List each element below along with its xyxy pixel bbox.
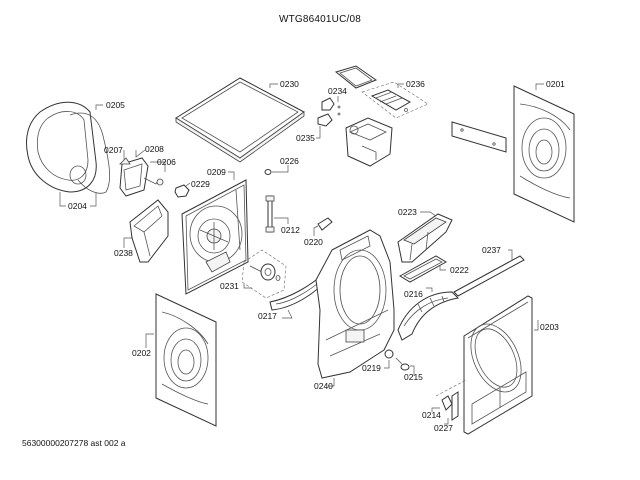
label-0222: 0222 xyxy=(450,265,469,275)
bearing-kit-part[interactable] xyxy=(241,249,287,299)
label-0220: 0220 xyxy=(304,237,323,247)
label-0237: 0237 xyxy=(482,245,501,255)
label-0235: 0235 xyxy=(296,133,315,143)
door-seal-part[interactable] xyxy=(26,101,110,194)
label-0215: 0219 xyxy=(362,363,381,373)
label-0229: 0229 xyxy=(191,179,210,189)
lamp-assembly-part[interactable] xyxy=(119,157,164,197)
bushing-part[interactable] xyxy=(384,349,394,359)
motor-housing-part[interactable] xyxy=(345,117,393,167)
switch-part[interactable] xyxy=(317,217,333,231)
label-0208: 0208 xyxy=(145,144,164,154)
filter-seal-part[interactable] xyxy=(399,255,447,283)
label-0203: 0203 xyxy=(540,322,559,332)
label-0201: 0201 xyxy=(546,79,565,89)
model-title: WTG86401UC/08 xyxy=(278,14,362,25)
label-0207: 0207 xyxy=(104,145,123,155)
label-0214: 0214 xyxy=(422,410,441,420)
filter-frame-part[interactable] xyxy=(397,213,453,263)
lint-filter-housing-part[interactable] xyxy=(129,199,169,263)
lock-cover-part[interactable] xyxy=(451,391,459,421)
label-0202: 0202 xyxy=(132,348,151,358)
label-0216: 0215 xyxy=(404,372,423,382)
knob-part[interactable] xyxy=(174,184,190,198)
label-0230: 0230 xyxy=(280,79,299,89)
door-lock-part[interactable] xyxy=(441,395,453,411)
bearing-shield-part[interactable] xyxy=(315,229,395,379)
label-0238: 0238 xyxy=(114,248,133,258)
bracket-part[interactable] xyxy=(265,195,275,233)
side-panel-left-part[interactable] xyxy=(155,293,217,427)
clamp-part[interactable] xyxy=(317,113,333,127)
strip-part[interactable] xyxy=(453,255,525,297)
control-module-kit-part[interactable] xyxy=(361,81,429,119)
label-0236: 0236 xyxy=(406,79,425,89)
air-duct-part[interactable] xyxy=(397,291,460,341)
reference-number: 56300000207278 ast 002 a xyxy=(22,438,126,448)
label-0212: 0212 xyxy=(281,225,300,235)
label-0217: 0217 xyxy=(258,311,277,321)
label-0226: 0226 xyxy=(280,156,299,166)
label-0231: 0231 xyxy=(220,281,239,291)
label-0240: 0216 xyxy=(404,289,423,299)
worktop-part[interactable] xyxy=(175,77,305,163)
mounting-plate-part[interactable] xyxy=(334,65,378,89)
screw-part[interactable] xyxy=(264,169,272,175)
label-0223: 0223 xyxy=(398,207,417,217)
label-0227: 0227 xyxy=(434,423,453,433)
label-0209: 0209 xyxy=(207,167,226,177)
front-panel-part[interactable] xyxy=(461,295,533,435)
label-0206: 0206 xyxy=(157,157,176,167)
label-0204: 0204 xyxy=(68,201,87,211)
bracket-plate-part[interactable] xyxy=(451,121,507,153)
label-0205: 0205 xyxy=(106,100,125,110)
roller-part[interactable] xyxy=(395,357,410,371)
label-0219: 0240 xyxy=(314,381,333,391)
sensor-part[interactable] xyxy=(321,97,341,116)
side-panel-right-part[interactable] xyxy=(513,85,575,223)
label-0234: 0234 xyxy=(328,86,347,96)
rear-panel-part[interactable] xyxy=(181,179,249,295)
